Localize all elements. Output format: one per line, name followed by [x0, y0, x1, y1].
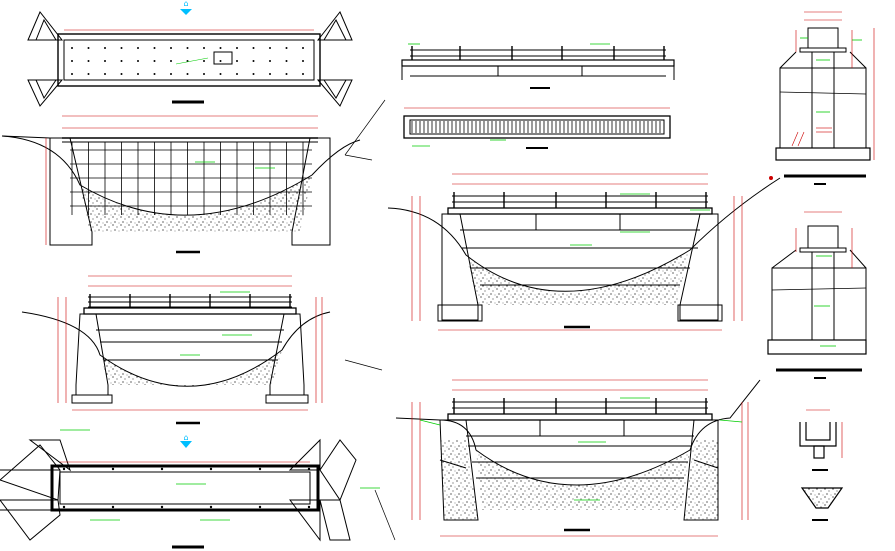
section-1-view	[775, 27, 871, 185]
north-arrow-icon: ⌂	[180, 0, 192, 15]
detail-channel-view	[799, 422, 837, 471]
plan-top-dots	[71, 47, 304, 75]
north-arrow-icon: ⌂	[180, 433, 192, 448]
section-2-view	[767, 225, 867, 379]
elevation-right-1-view	[387, 173, 781, 331]
elevation-right-2-view	[395, 379, 761, 537]
elevation-left-2-posts	[89, 294, 291, 308]
plan-top-view	[27, 11, 353, 107]
elevation-left-2-view	[21, 275, 383, 431]
elevation-left-1-grid	[70, 142, 312, 215]
deck-plan-hatch	[411, 121, 661, 133]
elevation-left-1-view	[1, 99, 386, 254]
plan-top-dimensions	[64, 29, 314, 65]
elevation-right-2-posts	[453, 398, 707, 414]
elevation-right-1-posts	[453, 192, 707, 208]
plan-bottom-view	[0, 438, 357, 549]
section-1-hatch	[791, 127, 832, 147]
deck-plan-view	[403, 115, 671, 149]
svg-text:⌂: ⌂	[183, 0, 188, 8]
railing-posts	[411, 46, 665, 60]
detail-key-view	[800, 487, 844, 521]
plan-bottom-dots	[62, 467, 311, 509]
svg-text:⌂: ⌂	[183, 433, 188, 442]
railing-elevation-view	[401, 49, 675, 89]
